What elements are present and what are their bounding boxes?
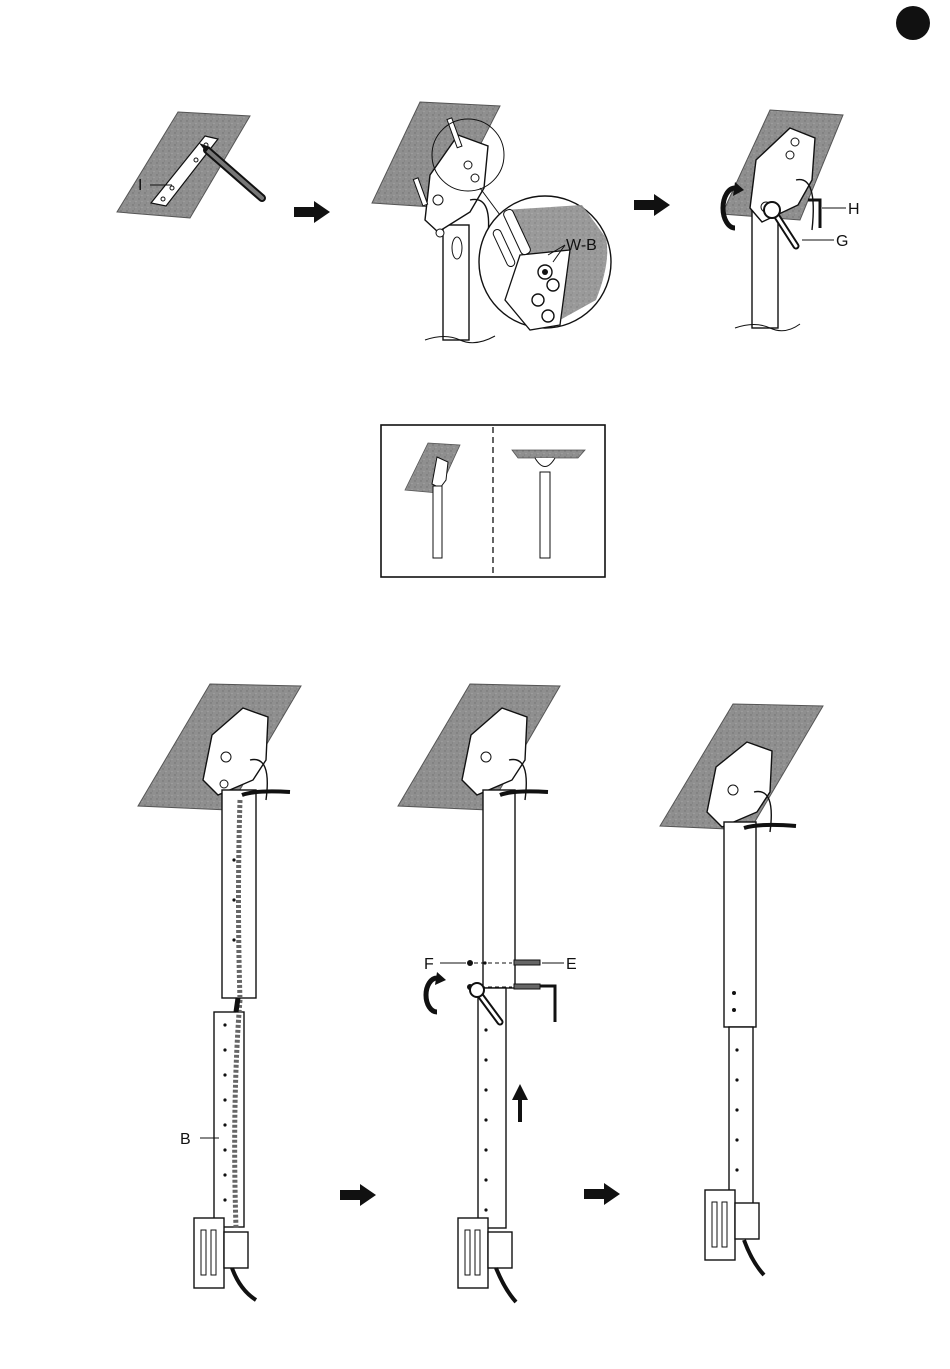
step-completed (660, 704, 823, 1275)
label-B: B (180, 1131, 191, 1148)
pole-upper (752, 210, 778, 328)
step-attach-bracket: W-B (372, 102, 611, 343)
hex-key-icon (808, 200, 820, 228)
label-E: E (566, 956, 577, 973)
arrow-right-icon (294, 201, 330, 223)
page-marker-dot (896, 6, 930, 40)
wall-bracket (194, 1218, 224, 1288)
label-F: F (424, 956, 434, 973)
label-G: G (836, 233, 848, 250)
hex-key-icon (540, 986, 555, 1022)
label-I: I (138, 177, 142, 194)
pole-upper (724, 822, 756, 1027)
step-mark-holes: I (117, 112, 262, 218)
pole-upper (483, 790, 515, 988)
step-route-cable: B (138, 684, 301, 1300)
detail-magnifier: W-B (479, 196, 611, 330)
arrow-up-icon (512, 1084, 528, 1122)
pole-lower (214, 1012, 244, 1227)
pole-lower (729, 1027, 753, 1217)
arrow-right-icon (340, 1184, 376, 1206)
step-fasten-poles: F E (398, 684, 577, 1302)
arrow-right-icon (634, 194, 670, 216)
ceiling-type-options (381, 425, 605, 577)
arrow-right-icon (584, 1183, 620, 1205)
wall-bracket (705, 1190, 735, 1260)
label-H: H (848, 201, 860, 218)
wall-bracket (458, 1218, 488, 1288)
label-W-B: W-B (566, 237, 597, 254)
step-tighten-bracket: H G (722, 110, 860, 331)
